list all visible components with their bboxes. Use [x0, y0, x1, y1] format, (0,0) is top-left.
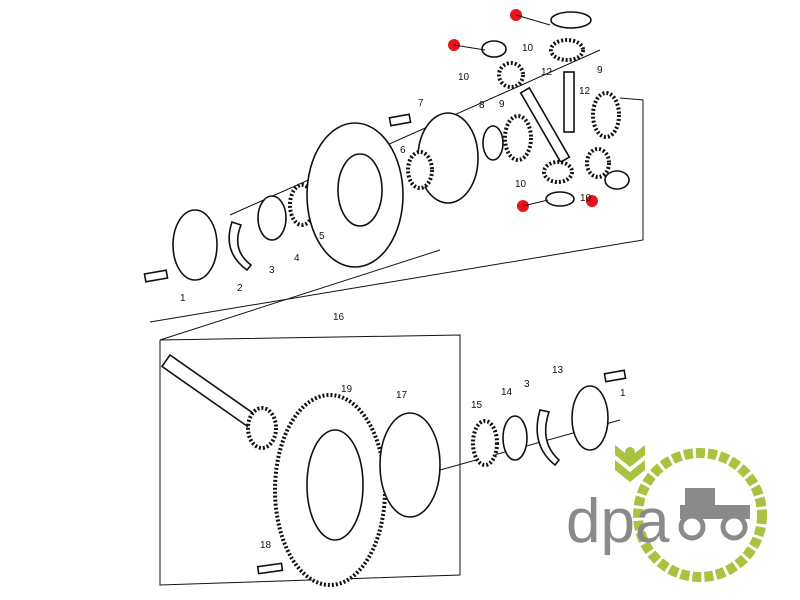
bearing-cap-part-13: [571, 385, 609, 451]
callout: 14: [501, 387, 513, 398]
logo-gear-ring: [633, 448, 767, 582]
callout: 7: [418, 98, 424, 109]
bottom-frame: [159, 249, 621, 586]
callout: 19: [341, 384, 353, 395]
callout: 1: [180, 293, 186, 304]
spline-hub: [406, 150, 434, 190]
dpa-logo: dpa: [566, 445, 767, 582]
thrust-washer-b: [481, 40, 507, 58]
callout: 10: [522, 43, 534, 54]
callouts-bottom: 16 19 17 15 14 3 13 1 18: [260, 312, 626, 551]
callout: 18: [260, 540, 272, 551]
pinion-shaft: [160, 353, 262, 431]
callout: 12: [541, 67, 553, 78]
callout: 10: [515, 179, 527, 190]
side-gear-part-9b: [591, 91, 621, 139]
drive-pinion-part-19: [246, 406, 278, 450]
callout: 9: [597, 65, 603, 76]
bearing-part-4: [257, 195, 287, 241]
bearing-part-15: [471, 419, 499, 467]
callout: 6: [400, 145, 406, 156]
tractor-icon: [678, 488, 750, 541]
shim-part-3b: [536, 409, 561, 467]
top-frame-lines: [149, 49, 644, 323]
pinion-gear-10a: [497, 61, 525, 89]
shim-part-3: [228, 220, 253, 272]
callout: 15: [471, 400, 483, 411]
cross-shaft-part-12b: [563, 71, 575, 133]
bolt-part-1: [143, 269, 169, 283]
highlight-dot: [586, 195, 598, 207]
callout: 2: [237, 283, 243, 294]
callouts-top: 10 10 12 12 9 7 8 9 6 10 10 5 4 3 2 1: [180, 43, 603, 304]
callout: 5: [319, 231, 325, 242]
callout: 13: [552, 365, 564, 376]
callout: 17: [396, 390, 408, 401]
highlight-markers: [448, 9, 598, 212]
logo-wheat-head: [625, 447, 635, 457]
bolt-part-1b: [603, 369, 627, 383]
callout: 16: [333, 312, 345, 323]
pinion-gear-10b: [549, 38, 585, 62]
callout: 4: [294, 253, 300, 264]
side-gear-part-9: [503, 114, 533, 162]
thrust-washer-a: [550, 11, 592, 29]
callout: 9: [499, 99, 505, 110]
callout: 10: [458, 72, 470, 83]
crown-wheel-hub: [337, 153, 383, 227]
bolt-part-18: [256, 562, 284, 575]
bottom-parts: [160, 353, 627, 587]
callout: 3: [524, 379, 530, 390]
callout: 10: [580, 193, 592, 204]
callout: 3: [269, 265, 275, 276]
logo-wheat-icon: [615, 445, 645, 482]
cross-shaft-part-12: [519, 86, 571, 164]
pinion-gear-10c: [542, 160, 574, 184]
washer-part-8: [482, 125, 504, 161]
callout: 1: [620, 388, 626, 399]
crown-wheel-inner: [306, 429, 364, 541]
thrust-washer-d: [604, 170, 630, 190]
callout: 8: [479, 100, 485, 111]
callout: 12: [579, 86, 591, 97]
logo-text: dpa: [566, 487, 670, 556]
bolt-part-6: [388, 113, 412, 127]
bearing-cup-part-2: [172, 209, 218, 281]
thrust-washer-c: [545, 191, 575, 207]
pinion-gear-10d: [585, 147, 611, 179]
diff-case-part-17: [379, 412, 441, 518]
top-parts: [143, 11, 630, 283]
cup-part-14: [502, 415, 528, 461]
